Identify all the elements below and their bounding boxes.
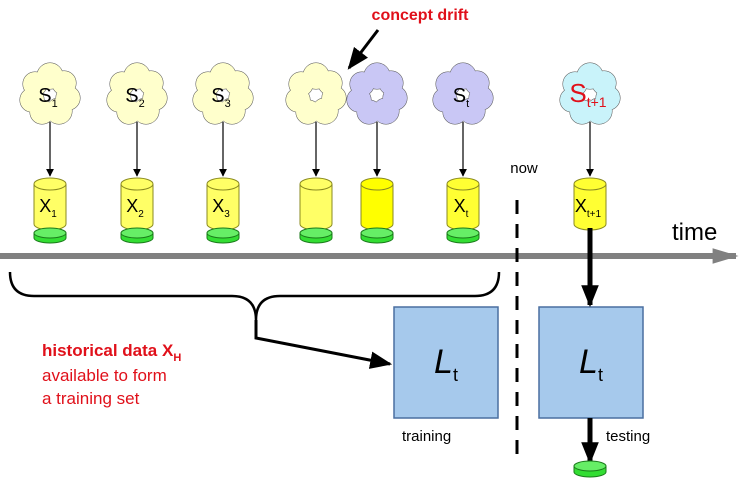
training-caption: training	[402, 428, 451, 445]
dataset-cylinder-0: X1	[33, 177, 67, 244]
label-disk-5	[446, 227, 480, 244]
label-disk-3	[299, 227, 333, 244]
testing-learner-box	[538, 306, 644, 419]
label-disk-4	[360, 227, 394, 244]
source-label: S3	[211, 85, 230, 110]
historical-title-main: historical data X	[42, 341, 174, 360]
training-learner-sub: t	[453, 365, 458, 385]
source-label: St+1	[569, 78, 606, 110]
source-cloud-6: St+1	[559, 62, 621, 177]
testing-caption: testing	[606, 428, 650, 445]
dataset-label: X3	[212, 196, 230, 220]
source-cloud-0: S1	[19, 62, 81, 177]
source-cloud-1: S2	[106, 62, 168, 177]
historical-line-2: available to form	[42, 366, 167, 385]
dataset-label: X2	[126, 196, 144, 220]
concept-drift-label: concept drift	[372, 7, 470, 24]
label-disk-2	[206, 227, 240, 244]
dataset-label: Xt+1	[575, 196, 602, 220]
datasets-layer: X1 X2 X3 Xt Xt+1	[33, 177, 607, 244]
training-learner-main: L	[434, 343, 453, 381]
source-label: S1	[38, 85, 57, 110]
dataset-cylinder-2: X3	[206, 177, 240, 244]
now-label: now	[510, 160, 538, 177]
dataset-cylinder-5: Xt	[446, 177, 480, 244]
source-cloud-5: St	[432, 62, 494, 177]
time-label: time	[672, 219, 717, 246]
historical-line-3: a training set	[42, 389, 140, 408]
source-label: S2	[125, 85, 144, 110]
source-cloud-4	[346, 62, 408, 177]
source-cloud-3	[285, 62, 347, 177]
label-disk-1	[120, 227, 154, 244]
label-disk-0	[33, 227, 67, 244]
testing-learner-main: L	[579, 343, 598, 381]
training-learner-symbol: Lt	[434, 343, 458, 385]
dataset-cylinder-4	[360, 177, 394, 244]
output-label-disk	[573, 460, 607, 478]
testing-learner-sub: t	[598, 365, 603, 385]
historical-title: historical data XH	[42, 341, 181, 364]
historical-title-sub: H	[173, 352, 181, 364]
sources-layer: S1 S2 S3 St St+1	[19, 62, 621, 177]
source-label: St	[453, 85, 469, 110]
testing-learner-symbol: Lt	[579, 343, 603, 385]
training-learner-box	[393, 306, 499, 419]
dataset-cylinder-6: Xt+1	[573, 177, 607, 231]
concept-drift-arrow	[347, 29, 380, 70]
dataset-label: X1	[39, 196, 57, 220]
training-arrow	[254, 320, 393, 369]
dataset-cylinder-3	[299, 177, 333, 244]
source-cloud-2: S3	[192, 62, 254, 177]
dataset-cylinder-1: X2	[120, 177, 154, 244]
dataset-label: Xt	[454, 196, 469, 220]
